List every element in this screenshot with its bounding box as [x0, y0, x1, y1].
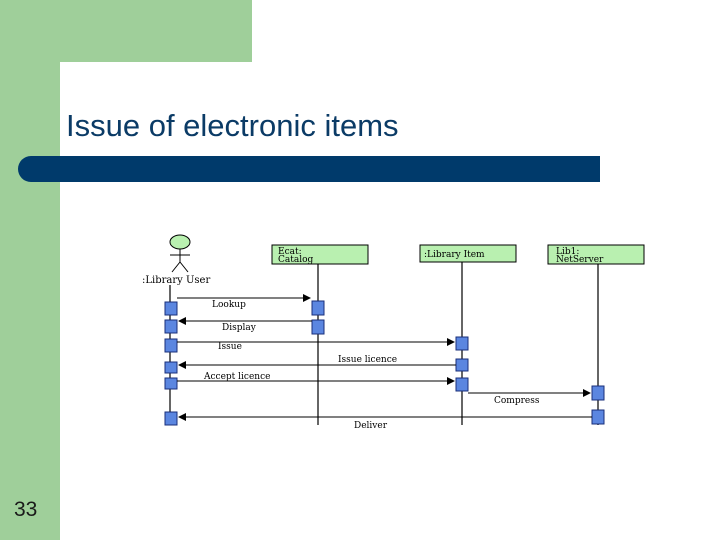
activation-library-item-3: [455, 377, 469, 392]
message-label-lookup: Lookup: [212, 300, 246, 310]
message-label-issue-licence: Issue licence: [338, 355, 397, 365]
activation-library-item-1: [455, 336, 469, 351]
object-box-library-item: [419, 244, 517, 263]
object-netserver-line2: NetServer: [556, 255, 604, 265]
actor-stick-figure: [169, 234, 191, 273]
activation-netserver-1: [591, 385, 605, 401]
message-label-accept-licence: Accept licence: [203, 372, 270, 382]
activation-catalog-2: [311, 319, 325, 335]
slide-title: Issue of electronic items: [66, 108, 399, 143]
object-box-netserver: [547, 244, 645, 265]
slide-number: 33: [14, 498, 38, 521]
activation-catalog-1: [311, 300, 325, 316]
activation-user-5: [164, 377, 178, 390]
message-label-compress: Compress: [494, 396, 540, 406]
title-underline-bar: [18, 156, 600, 182]
activation-netserver-2: [591, 409, 605, 425]
activation-user-3: [164, 338, 178, 353]
activation-library-item-2: [455, 358, 469, 372]
activation-user-2: [164, 319, 178, 334]
green-background-left: [0, 0, 60, 540]
object-netserver-line1: Lib1:: [556, 247, 579, 257]
message-label-deliver: Deliver: [354, 421, 388, 431]
message-label-issue: Issue: [218, 342, 242, 352]
sequence-diagram: :Library User Ecat: Catalog :Library Ite…: [142, 234, 645, 431]
message-label-display: Display: [222, 323, 257, 333]
activation-user-1: [164, 301, 178, 316]
activation-user-4: [164, 361, 178, 374]
object-catalog-line1: Ecat:: [278, 247, 302, 257]
object-box-catalog: [271, 244, 369, 265]
object-library-item-line1: :Library Item: [424, 250, 485, 260]
object-catalog-line2: Catalog: [278, 255, 314, 265]
activation-user-6: [164, 411, 178, 426]
actor-label: :Library User: [142, 275, 210, 286]
